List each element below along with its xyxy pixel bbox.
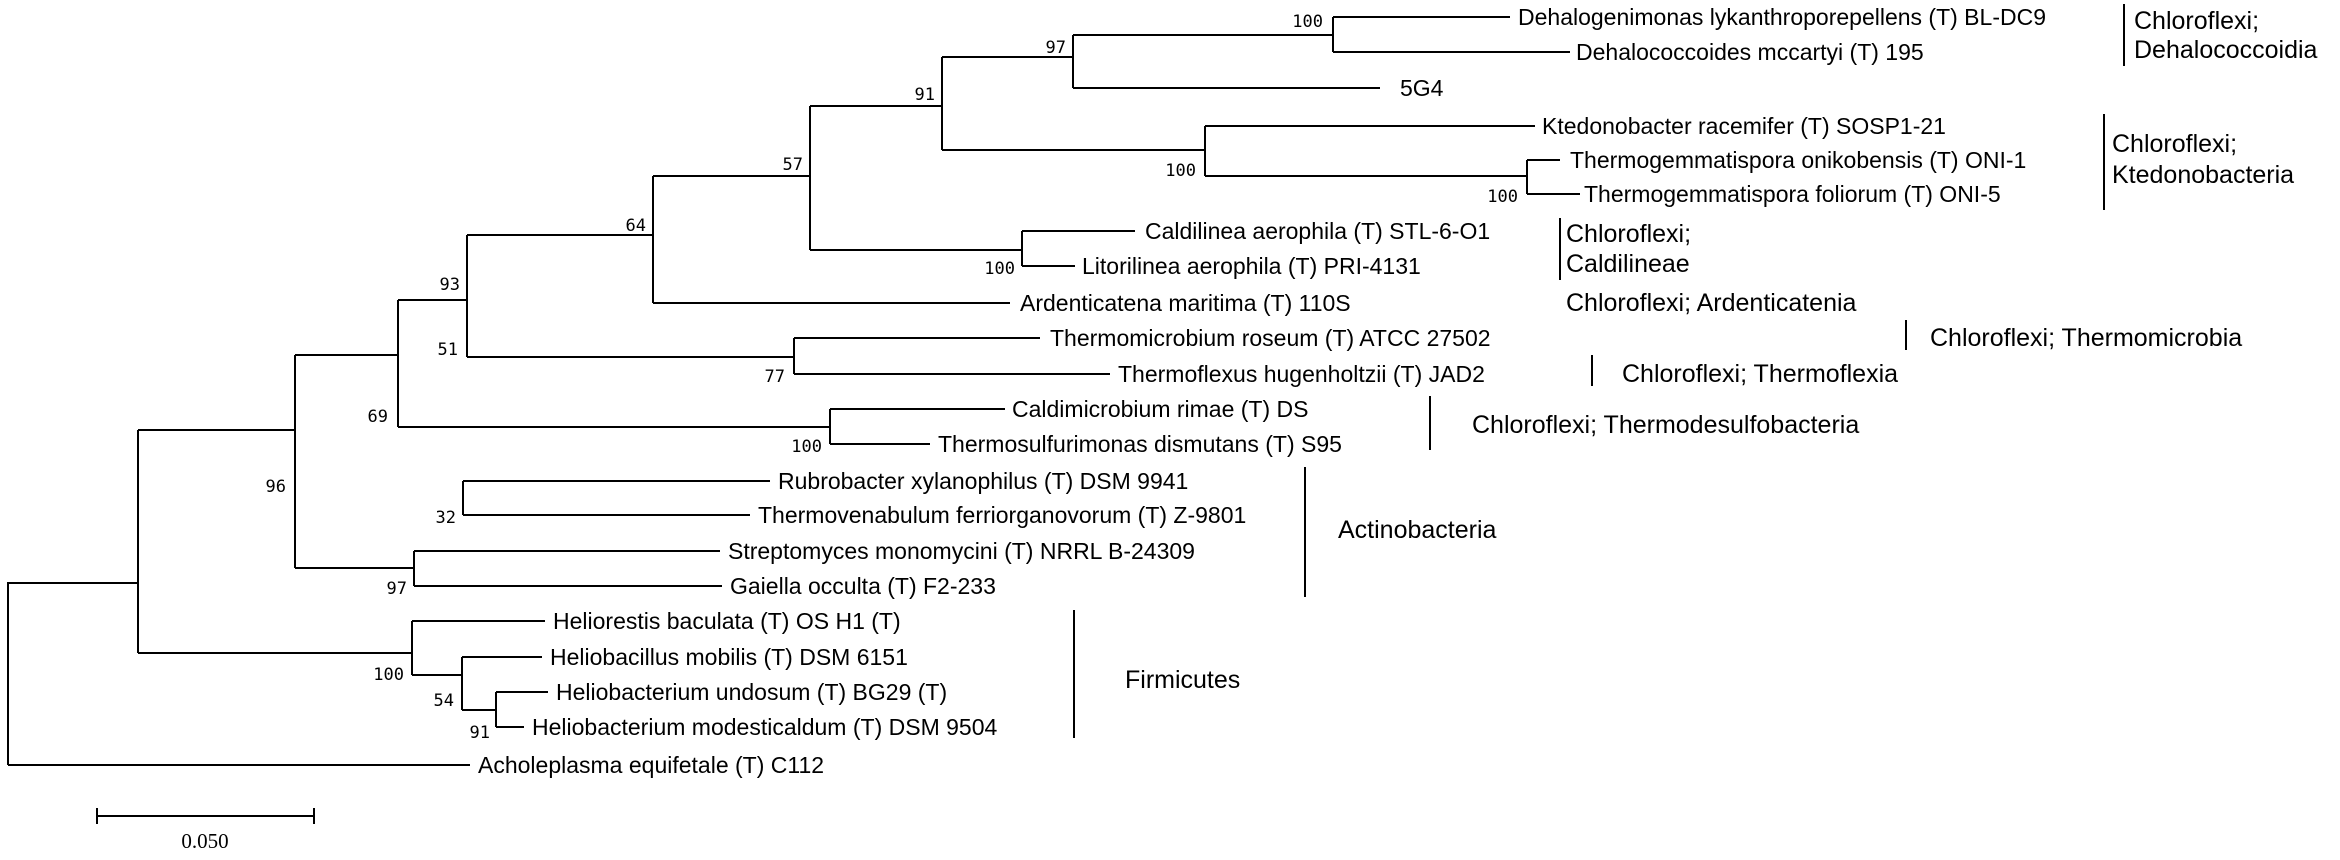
scale-bar-line [96, 808, 315, 824]
group-brackets [1073, 4, 2125, 738]
tree-branches [7, 16, 1580, 766]
bootstrap-values: 100 97 91 100 100 57 100 64 93 77 51 100… [266, 12, 1518, 743]
taxon-label: Acholeplasma equifetale (T) C112 [478, 752, 824, 778]
taxon-label: Thermogemmatispora onikobensis (T) ONI-1 [1570, 147, 2026, 173]
taxon-label: Heliorestis baculata (T) OS H1 (T) [553, 608, 901, 634]
scale-bar: 0.050 [96, 808, 315, 853]
taxon-label: Ardenticatena maritima (T) 110S [1020, 290, 1351, 316]
group-label-thermoflexia: Chloroflexi; Thermoflexia [1622, 360, 1898, 388]
taxon-label: Streptomyces monomycini (T) NRRL B-24309 [728, 538, 1195, 564]
branch [7, 582, 138, 765]
group-label-caldilineae-line2: Caldilineae [1566, 250, 1690, 278]
taxon-label: Heliobacillus mobilis (T) DSM 6151 [550, 644, 908, 670]
taxon-label: Gaiella occulta (T) F2-233 [730, 573, 996, 599]
bootstrap-value: 97 [387, 579, 407, 599]
taxon-label: Caldimicrobium rimae (T) DS [1012, 396, 1308, 422]
group-label-firmicutes: Firmicutes [1125, 666, 1240, 694]
taxon-labels: Dehalogenimonas lykanthroporepellens (T)… [478, 4, 2046, 778]
taxon-label: Heliobacterium modesticaldum (T) DSM 950… [532, 714, 997, 740]
group-label-actinobacteria: Actinobacteria [1338, 516, 1497, 544]
bootstrap-value: 54 [434, 691, 454, 711]
bootstrap-value: 91 [915, 85, 935, 105]
bootstrap-value: 100 [1165, 161, 1196, 181]
bootstrap-value: 51 [438, 340, 458, 360]
bootstrap-value: 32 [436, 508, 456, 528]
taxon-label: Ktedonobacter racemifer (T) SOSP1-21 [1542, 113, 1946, 139]
group-label-ktedonobacteria-line2: Ktedonobacteria [2112, 161, 2294, 189]
bootstrap-value: 100 [1487, 187, 1518, 207]
taxon-label: Thermosulfurimonas dismutans (T) S95 [938, 431, 1342, 457]
group-label-dehalococcoidia-line1: Chloroflexi; [2134, 7, 2259, 35]
taxon-label: Thermovenabulum ferriorganovorum (T) Z-9… [758, 502, 1246, 528]
group-labels: Chloroflexi; Dehalococcoidia Chloroflexi… [1125, 7, 2318, 694]
bootstrap-value: 93 [440, 275, 460, 295]
taxon-label: Caldilinea aerophila (T) STL-6-O1 [1145, 218, 1490, 244]
taxon-label: Heliobacterium undosum (T) BG29 (T) [556, 679, 947, 705]
taxon-label: Rubrobacter xylanophilus (T) DSM 9941 [778, 468, 1188, 494]
group-label-caldilineae-line1: Chloroflexi; [1566, 220, 1691, 248]
bootstrap-value: 100 [373, 665, 404, 685]
bootstrap-value: 57 [783, 155, 803, 175]
taxon-label: Thermoflexus hugenholtzii (T) JAD2 [1118, 361, 1485, 387]
bootstrap-value: 91 [470, 723, 490, 743]
scale-bar-label: 0.050 [181, 829, 228, 853]
taxon-label: Dehalogenimonas lykanthroporepellens (T)… [1518, 4, 2046, 30]
group-label-ardenticatenia: Chloroflexi; Ardenticatenia [1566, 289, 1857, 317]
bootstrap-value: 100 [984, 259, 1015, 279]
bootstrap-value: 97 [1046, 38, 1066, 58]
bootstrap-value: 100 [1292, 12, 1323, 32]
group-label-ktedonobacteria-line1: Chloroflexi; [2112, 130, 2237, 158]
taxon-label: Thermomicrobium roseum (T) ATCC 27502 [1050, 325, 1491, 351]
bootstrap-value: 77 [765, 367, 785, 387]
taxon-label: Thermogemmatispora foliorum (T) ONI-5 [1584, 181, 2001, 207]
taxon-label: Dehalococcoides mccartyi (T) 195 [1576, 39, 1924, 65]
bootstrap-value: 69 [368, 407, 388, 427]
bootstrap-value: 96 [266, 477, 286, 497]
bootstrap-value: 100 [791, 437, 822, 457]
group-label-dehalococcoidia-line2: Dehalococcoidia [2134, 36, 2318, 64]
bootstrap-value: 64 [626, 216, 646, 236]
taxon-label: 5G4 [1400, 75, 1444, 101]
group-label-thermomicrobia: Chloroflexi; Thermomicrobia [1930, 324, 2242, 352]
group-label-thermodesulfobacteria: Chloroflexi; Thermodesulfobacteria [1472, 411, 1859, 439]
taxon-label: Litorilinea aerophila (T) PRI-4131 [1082, 253, 1421, 279]
